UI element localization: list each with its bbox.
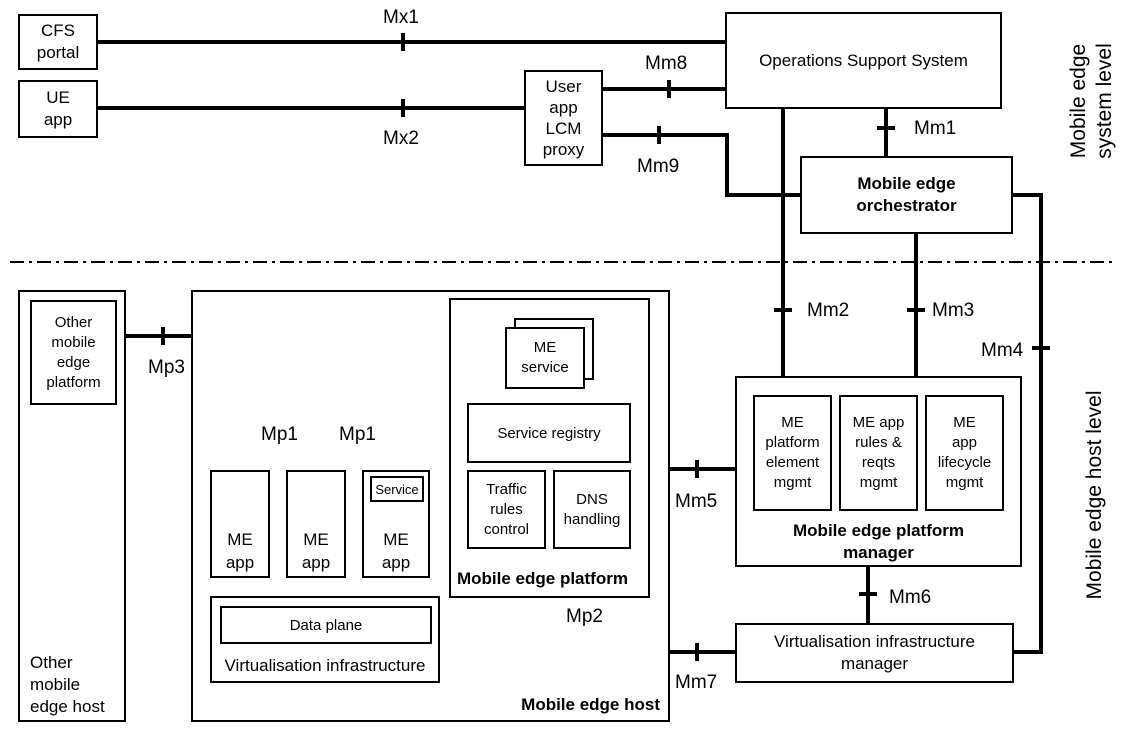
mm4-label: Mm4 [981,340,1023,362]
other-host-box: Other mobile edge platform Other mobile … [18,290,126,722]
me-app-lifecycle-mgmt-box: ME app lifecycle mgmt [925,395,1004,511]
ue-app-box: UE app [18,80,98,138]
other-host-label: Other mobile edge host [30,652,105,718]
me-app-box-2: ME app [286,470,346,578]
me-app-label-1: ME app [212,528,268,574]
vim-label: Virtualisation infrastructure manager [774,631,975,675]
vim-box: Virtualisation infrastructure manager [735,623,1014,683]
mm8-label: Mm8 [645,53,687,75]
other-platform-label: Other mobile edge platform [46,313,100,393]
mm9-label: Mm9 [637,156,679,178]
mobile-edge-host-label: Mobile edge host [521,694,660,716]
platform-manager-label: Mobile edge platform manager [737,520,1020,564]
traffic-rules-control-label: Traffic rules control [484,480,529,540]
virtualisation-infrastructure-box: Data plane Virtualisation infrastructure [210,596,440,683]
oss-label: Operations Support System [759,51,968,71]
data-plane-box: Data plane [220,606,432,644]
me-app-box-3: Service ME app [362,470,430,578]
service-small-box: Service [370,476,424,502]
user-app-lcm-proxy-label: User app LCM proxy [543,76,585,160]
me-app-rules-mgmt-label: ME app rules & reqts mgmt [853,413,905,493]
me-service-box: ME service [505,327,585,389]
user-app-lcm-proxy-box: User app LCM proxy [524,70,603,166]
me-service-label: ME service [521,338,569,378]
mm5-label: Mm5 [675,491,717,513]
me-platform-element-mgmt-box: ME platform element mgmt [753,395,832,511]
operations-support-system-box: Operations Support System [725,12,1002,109]
cfs-portal-label: CFS portal [37,20,80,64]
mm1-label: Mm1 [914,118,956,140]
system-level-label: Mobile edge system level [1066,31,1118,171]
dns-handling-box: DNS handling [553,470,631,549]
data-plane-label: Data plane [290,617,363,634]
host-level-label: Mobile edge host level [1082,375,1108,615]
me-app-rules-mgmt-box: ME app rules & reqts mgmt [839,395,918,511]
mm7-label: Mm7 [675,672,717,694]
mm3-label: Mm3 [932,300,974,322]
ue-app-label: UE app [44,87,72,131]
service-registry-label: Service registry [497,425,600,442]
mobile-edge-platform-label: Mobile edge platform [457,568,628,590]
service-registry-box: Service registry [467,403,631,463]
mp3-label: Mp3 [148,357,185,379]
mx2-label: Mx2 [383,128,419,150]
cfs-portal-box: CFS portal [18,14,98,70]
service-small-label: Service [375,482,418,497]
me-app-box-1: ME app [210,470,270,578]
dns-handling-label: DNS handling [564,490,621,530]
me-app-label-3: ME app [364,528,428,574]
other-platform-box: Other mobile edge platform [30,300,117,405]
mp1-left-label: Mp1 [261,424,298,446]
me-app-label-2: ME app [288,528,344,574]
mx1-label: Mx1 [383,7,419,29]
mm6-label: Mm6 [889,587,931,609]
orchestrator-box: Mobile edge orchestrator [800,156,1013,234]
me-platform-element-mgmt-label: ME platform element mgmt [765,413,819,493]
mm2-label: Mm2 [807,300,849,322]
traffic-rules-control-box: Traffic rules control [467,470,546,549]
mp1-right-label: Mp1 [339,424,376,446]
mp2-label: Mp2 [566,606,603,628]
mm9-line [602,135,801,195]
orchestrator-label: Mobile edge orchestrator [856,173,956,217]
me-app-lifecycle-mgmt-label: ME app lifecycle mgmt [938,413,991,493]
virtualisation-infrastructure-label: Virtualisation infrastructure [212,655,438,677]
